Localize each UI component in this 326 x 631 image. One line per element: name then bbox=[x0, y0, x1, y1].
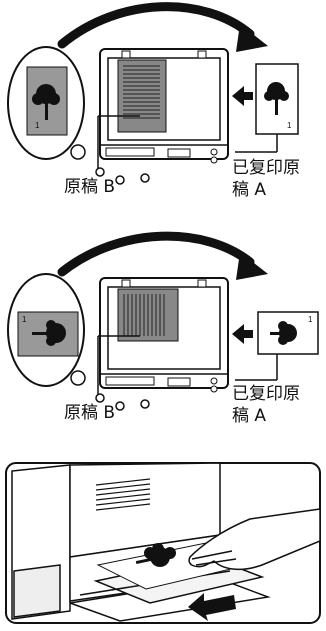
page-number: 1 bbox=[287, 121, 292, 130]
copied-a-label-line1: 已复印原 bbox=[232, 384, 300, 404]
curved-arrow-head bbox=[236, 24, 268, 52]
original-b-label: 原稿 B bbox=[64, 403, 116, 423]
left-arrow-icon bbox=[232, 324, 253, 344]
tree-icon bbox=[264, 82, 289, 115]
copied-a-label-line2: 稿 A bbox=[232, 406, 267, 426]
copied-page: 1 bbox=[257, 311, 319, 355]
page-number: 1 bbox=[308, 315, 313, 324]
tree-icon bbox=[32, 320, 66, 346]
left-arrow-icon bbox=[232, 86, 253, 106]
tree-icon bbox=[32, 84, 60, 120]
hand-illustration bbox=[188, 508, 321, 571]
original-b-label: 原稿 B bbox=[64, 177, 116, 197]
diagram-landscape-flip: 1 1 原稿 B 已复印原 稿 A bbox=[0, 226, 326, 436]
magnifier-bubble: 1 bbox=[7, 46, 150, 185]
svg-text:1: 1 bbox=[35, 121, 40, 130]
curved-arrow bbox=[57, 2, 255, 49]
curved-arrow-head bbox=[236, 252, 268, 280]
bypass-tray-drawing bbox=[5, 462, 321, 624]
diagram-portrait-flip: 1 1 原稿 B 已复印原 稿 A bbox=[0, 0, 326, 215]
copied-page: 1 bbox=[255, 63, 299, 135]
magnifier-bubble: 1 bbox=[7, 273, 150, 411]
copied-a-label-line2: 稿 A bbox=[232, 180, 267, 200]
diagram-landscape-flip-drawing: 1 1 bbox=[7, 231, 319, 411]
svg-text:1: 1 bbox=[22, 315, 27, 324]
document-on-glass bbox=[117, 288, 179, 342]
document-on-glass bbox=[117, 59, 167, 133]
curved-arrow bbox=[57, 231, 255, 277]
copied-a-label-line1: 已复印原 bbox=[232, 158, 300, 178]
tree-icon bbox=[270, 321, 297, 345]
bypass-tray-illustration bbox=[0, 461, 326, 627]
tree-icon bbox=[135, 543, 176, 567]
diagram-portrait-flip-drawing: 1 1 bbox=[7, 2, 299, 185]
push-arrow-icon bbox=[188, 593, 236, 621]
